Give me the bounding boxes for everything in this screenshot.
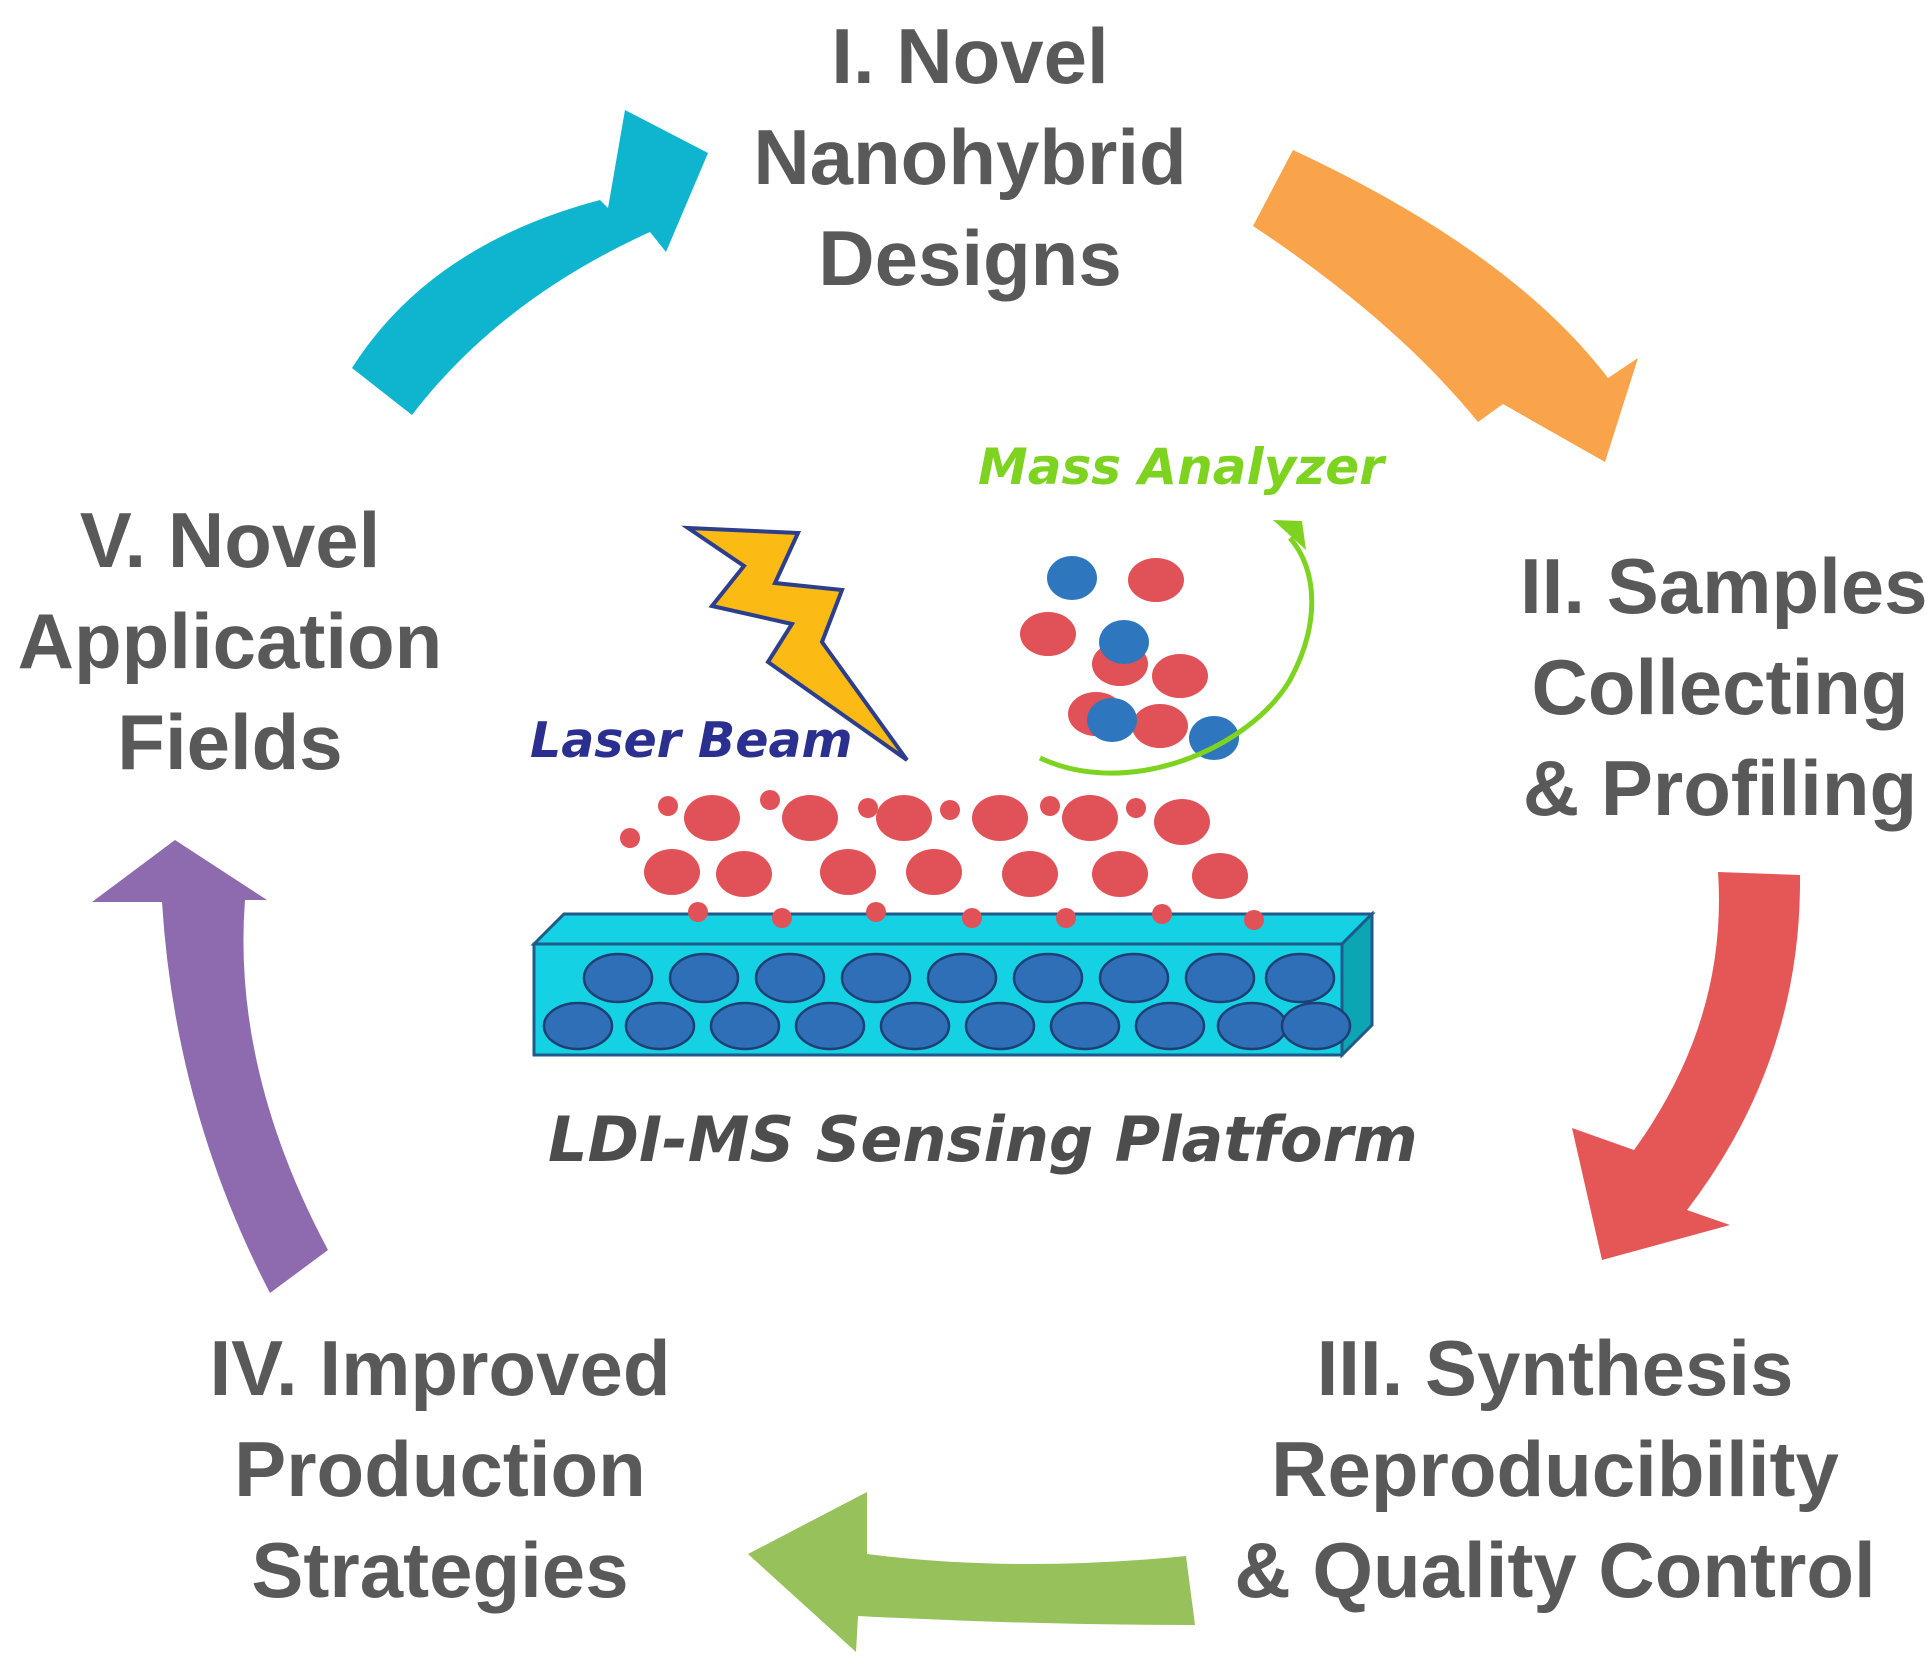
- desorbed-ions: [1020, 556, 1239, 760]
- analyte-particle: [1152, 904, 1172, 924]
- step-ii-number: II.: [1520, 542, 1586, 630]
- arrow-i-to-ii: [1253, 150, 1638, 462]
- analyte-particle: [1192, 853, 1248, 899]
- step-ii-line-2: Collecting: [1531, 643, 1909, 731]
- step-v-line-3: Fields: [117, 698, 343, 786]
- arrow-v-to-i: [352, 110, 708, 415]
- analyte-particle: [644, 849, 700, 895]
- step-v-number: V.: [79, 496, 147, 584]
- analyte-particle: [684, 795, 740, 841]
- analyte-particle: [1126, 798, 1146, 818]
- ion-particle: [1087, 698, 1137, 742]
- step-i-number: I.: [831, 12, 875, 100]
- analyte-particle: [1040, 796, 1060, 816]
- substrate-pore: [754, 952, 826, 1004]
- analyte-particle: [858, 798, 878, 818]
- step-i-line-3: Designs: [818, 214, 1122, 302]
- step-iv-line-3: Strategies: [251, 1526, 629, 1614]
- substrate-pore: [879, 1001, 951, 1051]
- mass-analyzer-label: Mass Analyzer: [978, 438, 1384, 496]
- step-iii-line-3: & Quality Control: [1234, 1526, 1876, 1614]
- substrate-pore: [624, 1001, 696, 1051]
- arrow-iv-to-v: [92, 840, 328, 1293]
- substrate-pore: [926, 952, 998, 1004]
- ion-particle: [1128, 558, 1184, 602]
- analyte-particle: [866, 902, 886, 922]
- analyte-particle: [972, 795, 1028, 841]
- analyte-particle: [760, 790, 780, 810]
- mass-analyzer-arrowhead-icon: [1273, 520, 1306, 550]
- substrate-pore: [964, 1001, 1036, 1051]
- step-iv-label: IV. Improved Production Strategies: [195, 1318, 685, 1621]
- substrate-pore: [1012, 952, 1084, 1004]
- mass-analyzer-arrow: [1038, 536, 1315, 776]
- substrate-pore: [668, 952, 740, 1004]
- substrate-pore: [840, 952, 912, 1004]
- step-i-line-2: Nanohybrid: [753, 113, 1187, 201]
- substrate-pore: [1098, 952, 1170, 1004]
- substrate-pore: [1280, 1001, 1352, 1051]
- ion-particle: [1099, 620, 1149, 664]
- step-v-label: V. Novel Application Fields: [15, 490, 445, 793]
- substrate-pore: [1264, 952, 1336, 1004]
- step-i-label: I. Novel Nanohybrid Designs: [745, 6, 1195, 309]
- substrate-pore: [794, 1001, 866, 1051]
- analyte-particle: [876, 795, 932, 841]
- step-iii-number: III.: [1316, 1324, 1404, 1412]
- analyte-particle: [820, 849, 876, 895]
- substrate-pore: [1216, 1001, 1288, 1051]
- laser-beam-label: Laser Beam: [530, 712, 853, 769]
- analyte-particle: [1062, 795, 1118, 841]
- step-ii-label: II. Samples Collecting & Profiling: [1520, 536, 1928, 839]
- step-v-line-2: Application: [17, 597, 443, 685]
- arrow-iii-to-iv: [748, 1492, 1195, 1652]
- step-v-line-1: Novel: [167, 496, 381, 584]
- ion-particle: [1047, 556, 1097, 600]
- laser-bolt-icon: [681, 525, 909, 762]
- analyte-particle: [940, 800, 960, 820]
- analyte-particle: [1002, 851, 1058, 897]
- substrate-pore: [709, 1001, 781, 1051]
- analyte-particle: [716, 851, 772, 897]
- substrate-pore: [1134, 1001, 1206, 1051]
- analyte-particle: [772, 908, 792, 928]
- substrate-pore: [542, 1001, 614, 1051]
- substrate-pore: [1049, 1001, 1121, 1051]
- ion-particle: [1189, 716, 1239, 760]
- analyte-particle: [1154, 799, 1210, 845]
- substrate-pore: [1184, 952, 1256, 1004]
- analyte-particle: [782, 795, 838, 841]
- analyte-particle: [962, 908, 982, 928]
- step-ii-line-3: & Profiling: [1522, 744, 1918, 832]
- ion-particle: [1152, 654, 1208, 698]
- analyte-particle: [1056, 908, 1076, 928]
- step-iv-line-2: Production: [234, 1425, 646, 1513]
- analyte-layer: [620, 790, 1264, 930]
- platform-caption: LDI-MS Sensing Platform: [548, 1103, 1418, 1176]
- analyte-particle: [1244, 910, 1264, 930]
- step-iv-line-1: Improved: [319, 1324, 671, 1412]
- step-iii-line-2: Reproducibility: [1271, 1425, 1839, 1513]
- substrate-pore: [582, 952, 654, 1004]
- analyte-particle: [620, 828, 640, 848]
- ion-particle: [1020, 612, 1076, 656]
- step-ii-line-1: Samples: [1606, 542, 1928, 630]
- substrate-pores: [542, 952, 1352, 1051]
- step-iii-line-1: Synthesis: [1424, 1324, 1794, 1412]
- step-i-line-1: Novel: [896, 12, 1109, 100]
- analyte-particle: [658, 796, 678, 816]
- arrow-ii-to-iii: [1572, 872, 1801, 1260]
- analyte-particle: [688, 902, 708, 922]
- analyte-particle: [1092, 851, 1148, 897]
- step-iv-number: IV.: [209, 1324, 298, 1412]
- step-iii-label: III. Synthesis Reproducibility & Quality…: [1215, 1318, 1895, 1621]
- ion-particle: [1132, 704, 1188, 748]
- analyte-particle: [906, 849, 962, 895]
